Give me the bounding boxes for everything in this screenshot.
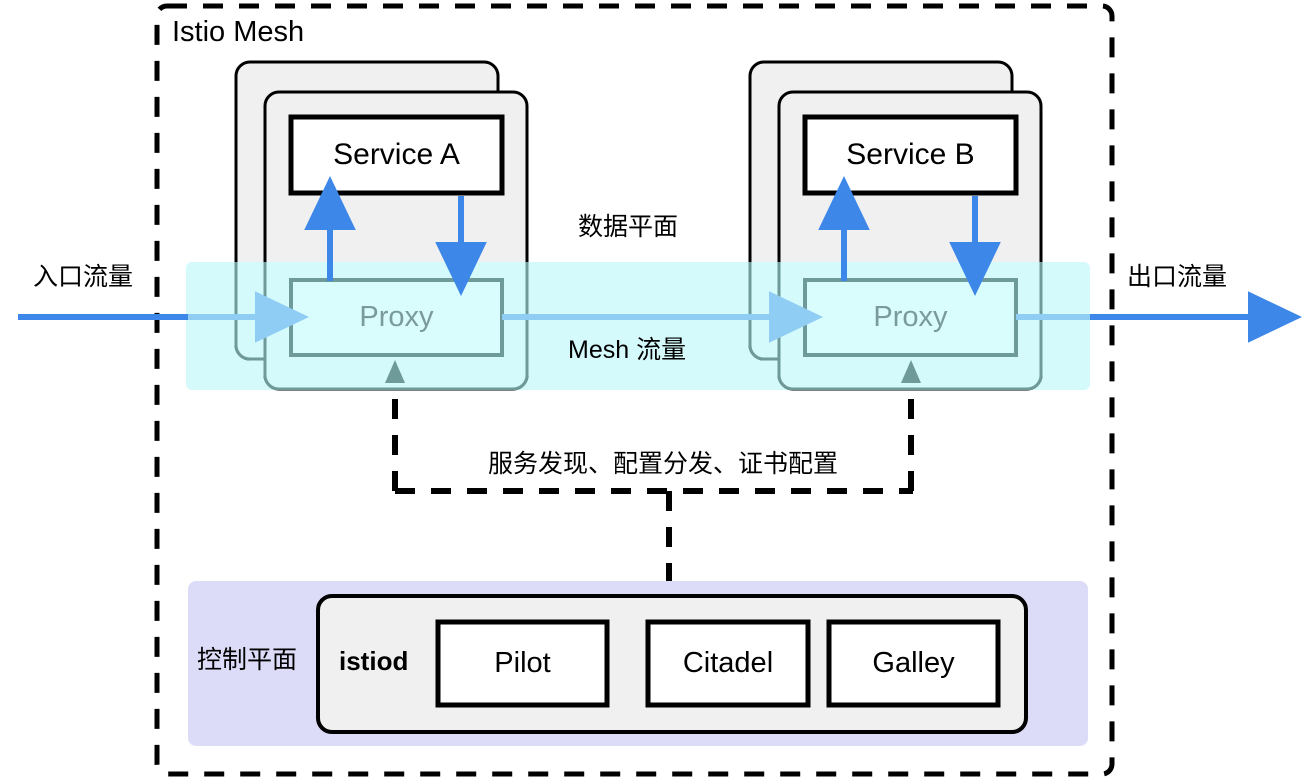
control-plane-component-label-galley: Galley [872, 647, 955, 679]
config-arrowhead-proxy-b [901, 360, 921, 383]
proxy-a-label: Proxy [359, 301, 434, 333]
service-a-label: Service A [333, 138, 460, 171]
mesh-traffic-label: Mesh 流量 [568, 336, 687, 364]
config-arrowhead-proxy-a [385, 360, 405, 383]
istio-mesh-boundary [154, 3, 1115, 777]
mesh-title: Istio Mesh [172, 16, 305, 48]
egress-traffic-label: 出口流量 [1127, 263, 1228, 291]
data-plane-label: 数据平面 [578, 213, 679, 241]
control-plane-component-box-0 [435, 619, 610, 708]
istiod-label: istiod [339, 646, 409, 676]
control-plane-component-box-1 [645, 619, 811, 708]
proxy-b-label: Proxy [873, 301, 948, 333]
control-plane-label: 控制平面 [197, 646, 298, 674]
control-plane-component-label-citadel: Citadel [682, 647, 774, 679]
config-flow-label: 服务发现、配置分发、证书配置 [488, 450, 839, 478]
control-plane-component-box-2 [826, 619, 1001, 708]
control-plane-component-label-pilot: Pilot [494, 647, 551, 679]
ingress-traffic-label: 入口流量 [33, 263, 134, 291]
service-b-label: Service B [846, 138, 975, 171]
